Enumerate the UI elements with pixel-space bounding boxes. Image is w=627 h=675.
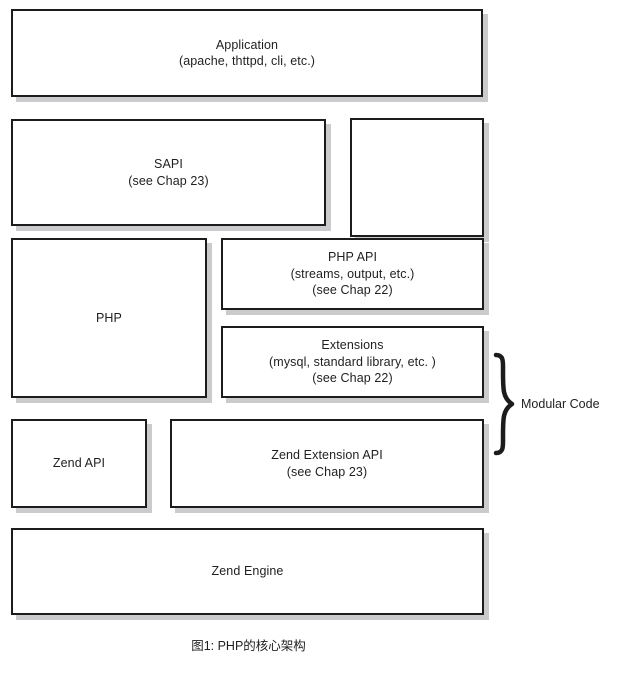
box-php-api: PHP API (streams, output, etc.) (see Cha…: [221, 238, 484, 310]
box-zend-extension-api-line-2: (see Chap 23): [286, 464, 368, 479]
box-extensions-line-2: (mysql, standard library, etc. ): [269, 354, 436, 369]
box-php-api-line-3: (see Chap 22): [312, 283, 393, 298]
modular-code-label: Modular Code: [521, 397, 600, 411]
box-extensions-line-1: Extensions: [321, 338, 384, 353]
box-zend-api-line-1: Zend API: [52, 456, 106, 471]
box-application-line-2: (apache, thttpd, cli, etc.): [178, 54, 316, 68]
box-zend-api: Zend API: [11, 419, 147, 508]
box-sapi-line-2: (see Chap 23): [128, 173, 209, 188]
box-sapi-line-1: SAPI: [154, 157, 183, 171]
right-curly-brace-icon: [493, 352, 515, 456]
box-zend-extension-api-line-1: Zend Extension API: [271, 448, 383, 462]
box-extensions: Extensions (mysql, standard library, etc…: [221, 326, 484, 398]
box-php-api-line-1: PHP API: [327, 250, 378, 265]
modular-code-annotation: Modular Code: [492, 352, 627, 458]
box-zend-engine-line-1: Zend Engine: [211, 564, 284, 579]
box-php-api-line-2: (streams, output, etc.): [290, 266, 415, 281]
box-zend-extension-api: Zend Extension API (see Chap 23): [170, 419, 484, 508]
box-extensions-line-3: (see Chap 22): [312, 371, 393, 386]
figure-caption: 图1: PHP的核心架构: [191, 639, 306, 653]
box-zend-engine: Zend Engine: [11, 528, 484, 615]
box-php-line-1: PHP: [95, 310, 122, 325]
box-blank-upper-right: [350, 118, 484, 237]
box-sapi: SAPI (see Chap 23): [11, 119, 326, 226]
box-php: PHP: [11, 238, 207, 398]
box-application-line-1: Application: [215, 37, 279, 52]
box-application: Application (apache, thttpd, cli, etc.): [11, 9, 483, 97]
